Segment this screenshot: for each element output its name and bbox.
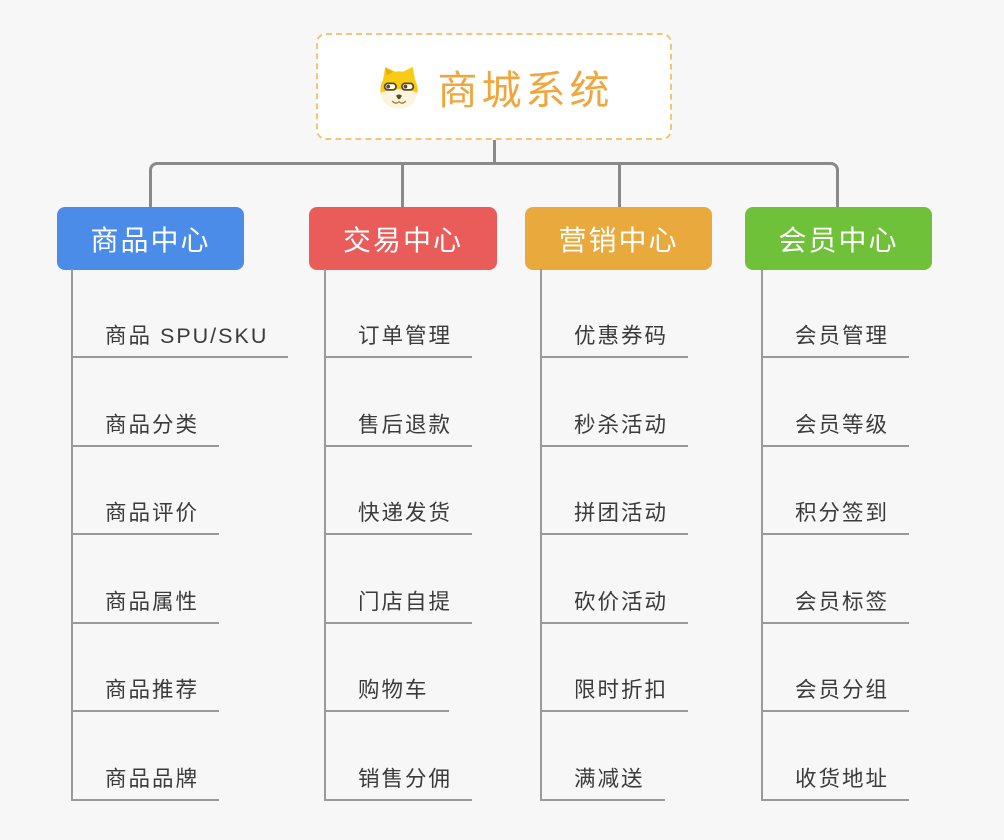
- sub-topic[interactable]: 销售分佣: [324, 712, 473, 801]
- sub-topic[interactable]: 门店自提: [324, 535, 473, 624]
- sub-topic[interactable]: 满减送: [540, 712, 665, 801]
- branch-column-marketing: 优惠券码 秒杀活动 拼团活动 砍价活动 限时折扣 满减送: [540, 269, 780, 801]
- branch-column-product: 商品 SPU/SKU 商品分类 商品评价 商品属性 商品推荐 商品品牌: [71, 269, 311, 801]
- sub-topic[interactable]: 收货地址: [761, 712, 910, 801]
- connector-root-drop: [493, 139, 496, 163]
- sub-topic[interactable]: 拼团活动: [540, 447, 689, 535]
- branch-column-member: 会员管理 会员等级 积分签到 会员标签 会员分组 收货地址: [761, 269, 1001, 801]
- connector-bus: [160, 162, 830, 165]
- sub-topic[interactable]: 商品分类: [71, 358, 220, 447]
- sub-topic[interactable]: 商品推荐: [71, 624, 220, 712]
- sub-topic[interactable]: 砍价活动: [540, 535, 689, 624]
- sub-topic[interactable]: 商品 SPU/SKU: [71, 270, 289, 358]
- branch-column-trade: 订单管理 售后退款 快递发货 门店自提 购物车 销售分佣: [324, 269, 564, 801]
- dog-face-icon: [375, 64, 423, 110]
- sub-topic[interactable]: 快递发货: [324, 447, 473, 535]
- sub-topic[interactable]: 优惠券码: [540, 270, 689, 358]
- root-topic[interactable]: 商城系统: [316, 33, 672, 140]
- sub-topic[interactable]: 订单管理: [324, 270, 473, 358]
- connector-elbow-left: [149, 162, 167, 209]
- sub-topic[interactable]: 秒杀活动: [540, 358, 689, 447]
- sub-topic[interactable]: 商品评价: [71, 447, 220, 535]
- branch-topic-marketing-center[interactable]: 营销中心: [525, 207, 712, 270]
- connector-drop-trade: [401, 163, 404, 208]
- sub-topic[interactable]: 会员分组: [761, 624, 910, 712]
- branch-topic-member-center[interactable]: 会员中心: [745, 207, 932, 270]
- connector-elbow-right: [821, 162, 839, 209]
- sub-topic[interactable]: 会员等级: [761, 358, 910, 447]
- root-topic-title: 商城系统: [437, 68, 614, 113]
- sub-topic[interactable]: 积分签到: [761, 447, 910, 535]
- sub-topic[interactable]: 商品属性: [71, 535, 220, 624]
- sub-topic[interactable]: 限时折扣: [540, 624, 689, 712]
- connector-drop-marketing: [618, 163, 621, 208]
- sub-topic[interactable]: 会员标签: [761, 535, 910, 624]
- sub-topic[interactable]: 售后退款: [324, 358, 473, 447]
- branch-topic-trade-center[interactable]: 交易中心: [309, 207, 497, 270]
- sub-topic[interactable]: 会员管理: [761, 270, 910, 358]
- branch-topic-product-center[interactable]: 商品中心: [57, 207, 244, 270]
- sub-topic[interactable]: 商品品牌: [71, 712, 220, 801]
- sub-topic[interactable]: 购物车: [324, 624, 449, 712]
